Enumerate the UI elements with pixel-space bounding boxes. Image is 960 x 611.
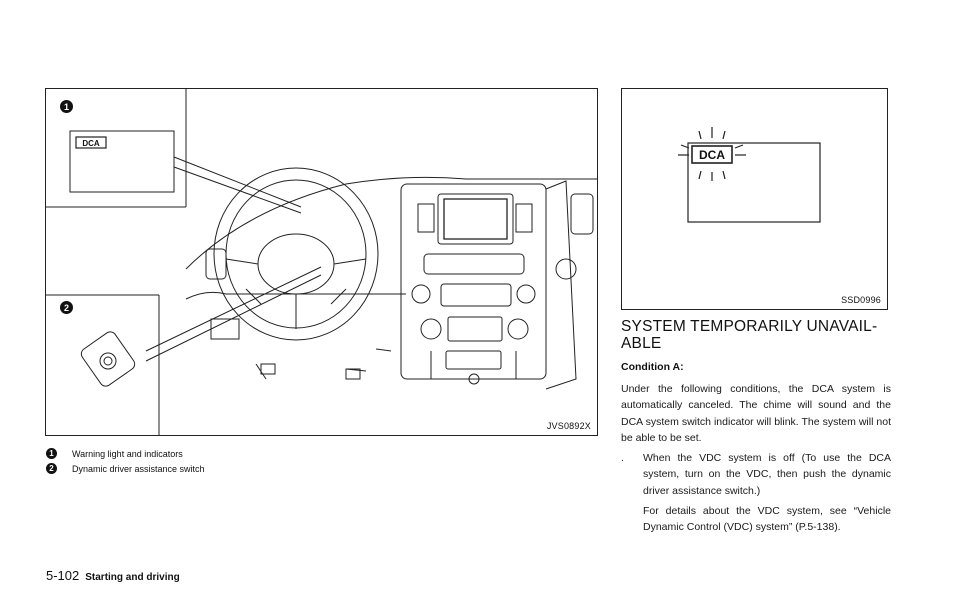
caption-row: 1 Warning light and indicators: [46, 446, 586, 461]
caption-row: 2 Dynamic driver assistance switch: [46, 461, 586, 476]
bullet-subtext: For details about the VDC system, see “V…: [643, 505, 891, 534]
figure-code: SSD0996: [841, 295, 881, 305]
figure-captions: 1 Warning light and indicators 2 Dynamic…: [46, 446, 586, 476]
dashboard-illustration: DCA: [45, 88, 598, 436]
caption-number-icon: 2: [46, 463, 57, 474]
section-title: SYSTEM TEMPORARILY UNAVAIL- ABLE: [621, 318, 891, 352]
figure-code: JVS0892X: [546, 421, 591, 431]
dca-indicator-label: DCA: [82, 139, 100, 148]
caption-text: Dynamic driver assistance switch: [72, 463, 205, 474]
caption-text: Warning light and indicators: [72, 448, 183, 459]
bullet-marker: .: [621, 452, 624, 465]
dashboard-drawing: DCA: [46, 89, 597, 435]
body-paragraph: Under the following conditions, the DCA …: [621, 383, 891, 444]
bullet-item: . When the VDC system is off (To use the…: [621, 450, 891, 539]
bullet-text: When the VDC system is off (To use the D…: [643, 452, 891, 497]
section-title-line-1: SYSTEM TEMPORARILY UNAVAIL-: [621, 318, 878, 335]
callout-2-icon: 2: [60, 301, 73, 314]
caption-number-icon: 1: [46, 448, 57, 459]
dca-indicator-text: DCA: [699, 148, 725, 162]
dca-indicator-illustration: DCA SSD0996: [621, 88, 888, 310]
chapter-name: Starting and driving: [85, 572, 180, 583]
section-text: SYSTEM TEMPORARILY UNAVAIL- ABLE Conditi…: [621, 318, 891, 540]
condition-heading: Condition A:: [621, 361, 684, 373]
page-footer: 5-102 Starting and driving: [46, 568, 180, 583]
section-title-line-2: ABLE: [621, 335, 662, 352]
callout-1-icon: 1: [60, 100, 73, 113]
page-number: 5-102: [46, 568, 80, 583]
dca-indicator-drawing: DCA: [678, 127, 821, 223]
